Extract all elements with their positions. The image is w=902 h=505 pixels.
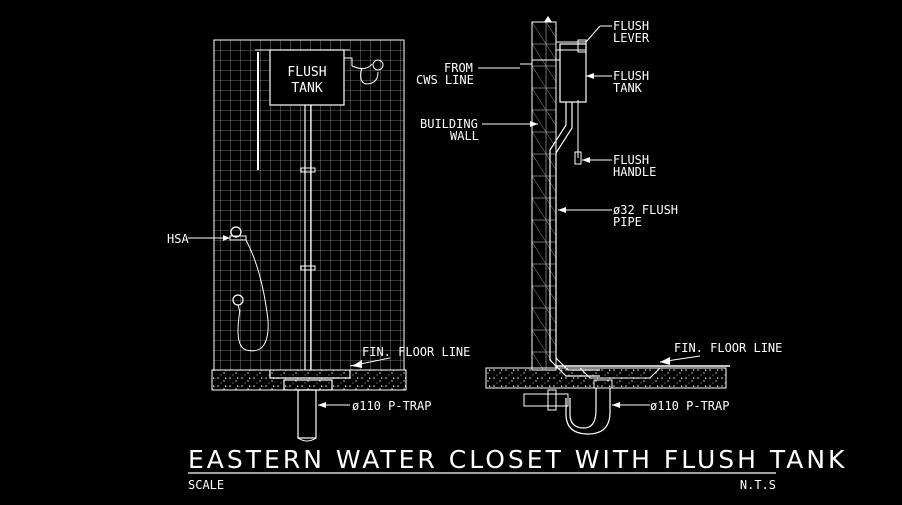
section-cws-label-2: CWS LINE xyxy=(416,73,474,87)
section-tank-label-2: TANK xyxy=(613,81,643,95)
section-lever-label-1: FLUSH xyxy=(613,19,649,33)
front-floor-label: FIN. FLOOR LINE xyxy=(362,345,470,359)
title-block: EASTERN WATER CLOSET WITH FLUSH TANK SCA… xyxy=(188,445,847,492)
section-flush-tank xyxy=(559,43,587,103)
section-cws-label-1: FROM xyxy=(444,61,473,75)
section-trap-label: ø110 P-TRAP xyxy=(650,399,729,413)
section-tank-label-1: FLUSH xyxy=(613,69,649,83)
front-trap-label: ø110 P-TRAP xyxy=(352,399,431,413)
section-wall-label-2: WALL xyxy=(450,129,479,143)
section-pipe-label-1: ø32 FLUSH xyxy=(613,203,678,217)
building-wall xyxy=(531,21,557,371)
scale-value: N.T.S xyxy=(740,478,776,492)
front-tank-label-1: FLUSH xyxy=(287,65,326,80)
scale-label: SCALE xyxy=(188,478,224,492)
section-pipe-label-2: PIPE xyxy=(613,215,642,229)
section-handle-label-1: FLUSH xyxy=(613,153,649,167)
section-lever-label-2: LEVER xyxy=(613,31,650,45)
drawing-title: EASTERN WATER CLOSET WITH FLUSH TANK xyxy=(188,445,847,474)
section-handle-label-2: HANDLE xyxy=(613,165,656,179)
front-tank-label-2: TANK xyxy=(291,81,322,96)
section-floor-label: FIN. FLOOR LINE xyxy=(674,341,782,355)
section-wall-label-1: BUILDING xyxy=(420,117,478,131)
front-elevation: FLUSH TANK HSA FIN. FLOOR LINE xyxy=(167,39,470,442)
front-hsa-label: HSA xyxy=(167,232,189,246)
section-view: FLUSH LEVER FROM CWS LINE FLUSH TANK BUI… xyxy=(416,16,782,435)
